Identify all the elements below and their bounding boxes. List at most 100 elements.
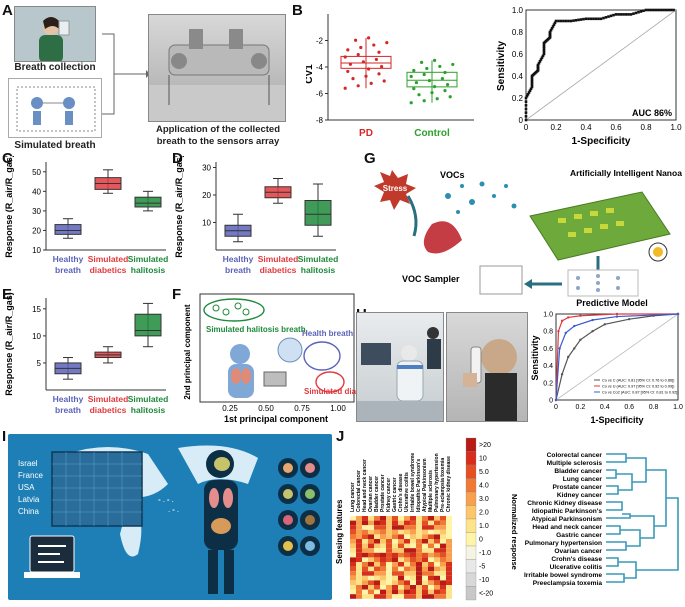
heat-cell bbox=[362, 571, 368, 576]
category-label: Simulated bbox=[128, 394, 169, 404]
b-ytick-label: -2 bbox=[316, 37, 324, 46]
roc-point bbox=[579, 18, 583, 21]
roc-point bbox=[599, 17, 603, 21]
roc-point bbox=[667, 8, 670, 12]
heat-cell bbox=[362, 585, 368, 590]
h-legend-entry: Co vs U (AUC: 0.97 [95% CI: 0.92 to 0.99… bbox=[602, 385, 675, 389]
b-point bbox=[443, 89, 447, 93]
ytick-label: 5 bbox=[37, 359, 42, 368]
f-xtick-3: 0.75 bbox=[294, 404, 310, 413]
heat-cell bbox=[398, 548, 404, 553]
country-china: China bbox=[18, 507, 39, 516]
panel-g-diagram: Stress VOCs VOC Sampler Artificially Int… bbox=[362, 156, 685, 308]
category-label: breath bbox=[225, 265, 251, 275]
heat-cell bbox=[410, 520, 416, 526]
f-xtick-2: 0.50 bbox=[258, 404, 274, 413]
heat-cell bbox=[410, 539, 416, 544]
cbar-swatch bbox=[465, 464, 477, 479]
rat-icon bbox=[423, 221, 462, 254]
dendro-branch bbox=[618, 561, 637, 579]
heat-cell bbox=[350, 520, 356, 526]
heat-cell bbox=[356, 552, 362, 558]
heat-cell bbox=[398, 571, 404, 576]
heat-cell bbox=[440, 529, 446, 535]
roc-point bbox=[524, 104, 528, 107]
heat-cell bbox=[356, 594, 362, 599]
heat-cell bbox=[374, 585, 380, 590]
h-xtick: 0 bbox=[554, 404, 558, 411]
heat-cell bbox=[410, 594, 416, 599]
dendro-label: Head and neck cancer bbox=[532, 524, 602, 531]
heat-cell bbox=[410, 543, 416, 549]
h-roc-point bbox=[676, 312, 680, 316]
heat-cell bbox=[434, 589, 440, 595]
heat-cell bbox=[434, 543, 440, 549]
dendro-label: Prostate cancer bbox=[553, 484, 603, 491]
clinic-photo-1 bbox=[356, 312, 444, 422]
b-point bbox=[422, 99, 426, 103]
b-point bbox=[438, 64, 442, 69]
heat-cell bbox=[380, 534, 386, 539]
ytick-label: 20 bbox=[202, 191, 211, 200]
heat-cell bbox=[374, 571, 380, 576]
roc-point bbox=[602, 16, 605, 20]
heat-cell bbox=[362, 520, 368, 526]
dendro-branch bbox=[606, 485, 619, 495]
j-column-label: Pulmonary hypertension bbox=[434, 453, 440, 512]
heat-cell bbox=[398, 557, 404, 562]
heat-cell bbox=[398, 520, 404, 526]
heat-cell bbox=[392, 539, 398, 544]
b-point bbox=[443, 70, 447, 75]
category-label: Simulated bbox=[298, 254, 339, 264]
b-point bbox=[364, 74, 368, 78]
panel-f-pca: 2nd principal component 1st principal co… bbox=[183, 293, 356, 424]
application-label-1: Application of the collected bbox=[155, 124, 281, 135]
heat-cell bbox=[368, 571, 374, 576]
heat-cell bbox=[404, 571, 410, 576]
cbar-tick: 2.0 bbox=[479, 510, 489, 517]
heat-cell bbox=[434, 557, 440, 562]
heat-cell bbox=[428, 548, 434, 553]
h-roc-point bbox=[628, 317, 631, 321]
dendro-branch bbox=[620, 529, 641, 547]
halitosis-cluster bbox=[203, 298, 265, 322]
heat-cell bbox=[368, 516, 374, 521]
roc-point bbox=[530, 78, 534, 81]
category-label: diabetics bbox=[260, 265, 297, 275]
heat-cell bbox=[440, 543, 446, 549]
heat-cell bbox=[356, 516, 362, 521]
heat-cell bbox=[416, 580, 422, 585]
heat-cell bbox=[410, 557, 416, 562]
heat-cell bbox=[392, 566, 398, 572]
heat-cell bbox=[440, 534, 446, 539]
neural-net-icon bbox=[567, 269, 639, 297]
heat-cell bbox=[380, 575, 386, 581]
heat-cell bbox=[410, 548, 416, 553]
heat-cell bbox=[374, 534, 380, 539]
heat-cell bbox=[434, 525, 440, 530]
heat-cell bbox=[416, 589, 422, 595]
roc-point bbox=[647, 8, 650, 12]
roc-point bbox=[664, 8, 668, 12]
roc-point bbox=[562, 19, 565, 23]
heat-cell bbox=[356, 539, 362, 544]
heat-cell bbox=[356, 543, 362, 549]
heat-cell bbox=[362, 552, 368, 558]
heat-cell bbox=[398, 566, 404, 572]
dendro-branch bbox=[606, 501, 623, 511]
b-point bbox=[420, 60, 424, 64]
heat-cell bbox=[380, 566, 386, 572]
roc-point bbox=[552, 23, 556, 26]
heat-cell bbox=[422, 516, 428, 521]
ytick-label: 50 bbox=[32, 168, 41, 177]
heat-cell bbox=[362, 566, 368, 572]
box bbox=[134, 313, 162, 337]
heat-cell bbox=[440, 557, 446, 562]
roc-point bbox=[594, 17, 598, 21]
heat-cell bbox=[422, 562, 428, 567]
heat-cell bbox=[440, 594, 446, 599]
dendro-branch bbox=[606, 469, 617, 479]
heat-cell bbox=[404, 589, 410, 595]
roc-ytick: 0.2 bbox=[512, 94, 524, 103]
heat-cell bbox=[416, 520, 422, 526]
